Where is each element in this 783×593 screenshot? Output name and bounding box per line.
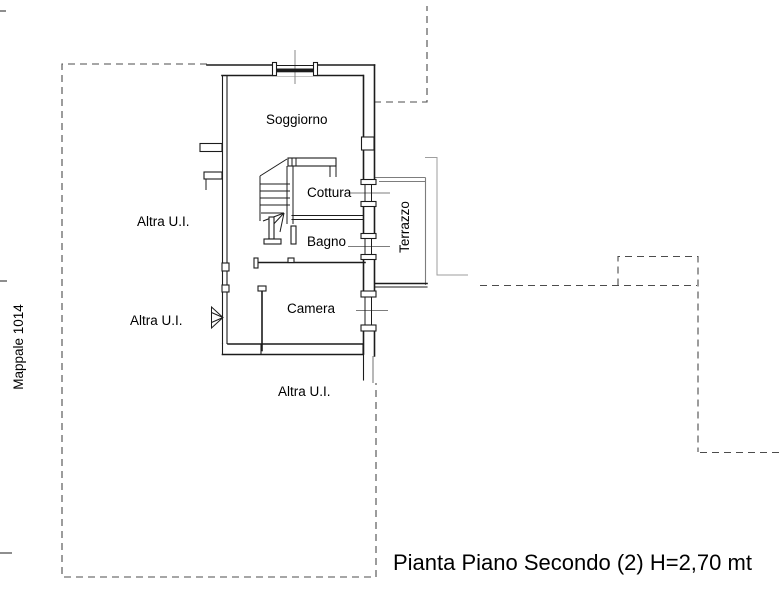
stairs bbox=[259, 157, 337, 245]
window-camera bbox=[356, 290, 388, 332]
stair-newel-foot bbox=[263, 238, 282, 245]
windows bbox=[271, 50, 390, 332]
room-label-camera: Camera bbox=[287, 301, 336, 316]
wall-notch bbox=[287, 257, 295, 264]
door-jamb bbox=[221, 262, 230, 272]
door-jamb bbox=[253, 257, 259, 269]
wall-pilaster bbox=[360, 136, 375, 151]
other-unit-label: Altra U.I. bbox=[137, 214, 190, 229]
window-cottura bbox=[348, 178, 390, 208]
survey-tick-marks bbox=[0, 10, 12, 554]
sheet-title: Pianta Piano Secondo (2) H=2,70 mt bbox=[393, 550, 752, 575]
party-wall-stub bbox=[203, 171, 223, 180]
left-wall-details bbox=[199, 142, 230, 330]
parcel-label: Mappale 1014 bbox=[11, 304, 26, 390]
interior-walls bbox=[253, 214, 366, 352]
party-wall-stub bbox=[199, 142, 223, 153]
terrace-walls bbox=[374, 176, 428, 288]
lower-floor-outline bbox=[425, 157, 468, 276]
stair-newel bbox=[268, 216, 275, 240]
door-jamb bbox=[257, 285, 267, 292]
room-label-soggiorno: Soggiorno bbox=[266, 112, 328, 127]
other-unit-label: Altra U.I. bbox=[278, 384, 331, 399]
door-jamb bbox=[221, 284, 230, 293]
stair-landing-rail bbox=[287, 157, 337, 167]
parcel-boundary-dashed bbox=[61, 6, 783, 578]
window-bagno bbox=[348, 232, 390, 261]
labels: Soggiorno Cottura Bagno Camera Terrazzo … bbox=[11, 112, 752, 575]
room-label-cottura: Cottura bbox=[307, 185, 352, 200]
room-label-bagno: Bagno bbox=[307, 234, 346, 249]
door-swing-icon bbox=[211, 305, 224, 330]
stair-newel bbox=[290, 225, 297, 245]
window-soggiorno bbox=[271, 50, 319, 84]
other-unit-label: Altra U.I. bbox=[130, 313, 183, 328]
room-label-terrazzo: Terrazzo bbox=[397, 201, 412, 253]
